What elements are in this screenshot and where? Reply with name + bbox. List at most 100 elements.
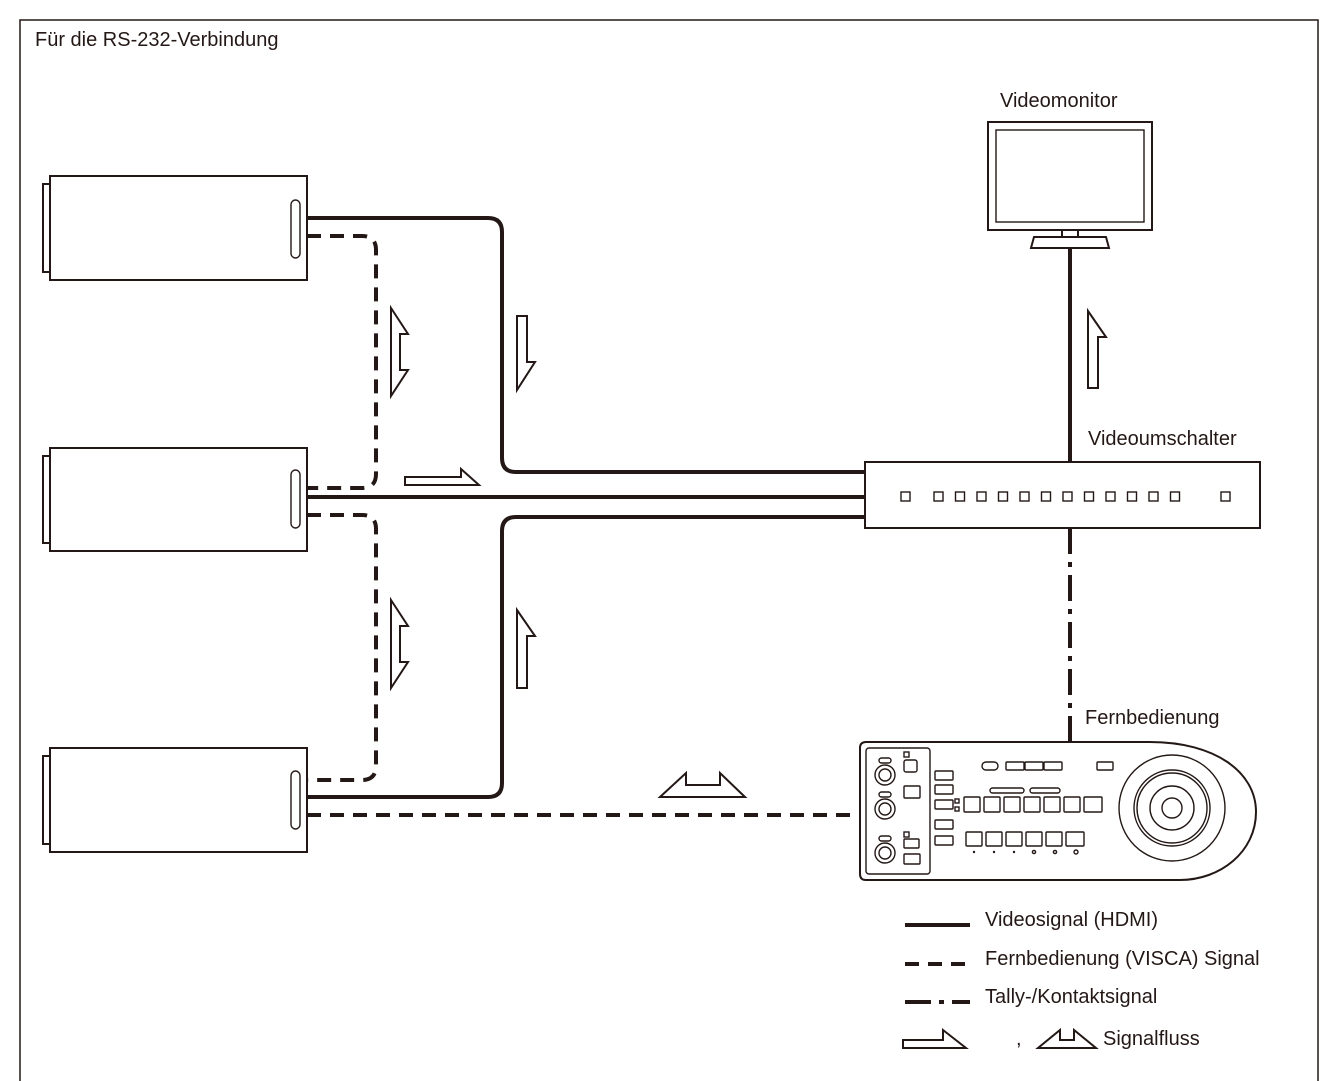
- remote-button: [903, 785, 921, 799]
- camera-body: [49, 175, 308, 281]
- remote-controller: Fernbedienung: [859, 707, 1258, 881]
- remote-indicator: [989, 787, 1025, 794]
- remote-button: [1024, 761, 1044, 771]
- video-switcher: Videoumschalter: [864, 428, 1261, 529]
- flow-arrow-bidirectional-icon: [390, 596, 410, 692]
- remote-knob-center: [878, 846, 892, 860]
- remote-button: [903, 853, 921, 865]
- monitor-label: Videomonitor: [1000, 90, 1118, 112]
- legend-flow-arrow-icon: [902, 1027, 969, 1049]
- monitor-screen: [995, 129, 1145, 223]
- remote-indicator: [878, 835, 892, 842]
- signal-flow-arrows: [390, 304, 1108, 798]
- remote-switch-marker: [903, 751, 910, 758]
- camera-front: [42, 755, 51, 845]
- remote-button: [1043, 761, 1063, 771]
- remote-preset-button: [1065, 831, 1085, 847]
- remote-indicator: [878, 791, 892, 798]
- remote-led: [992, 850, 996, 854]
- remote-led: [954, 798, 960, 804]
- figure-frame: [19, 19, 1319, 1081]
- remote-led: [1031, 849, 1037, 855]
- remote-button: [934, 835, 954, 846]
- visca-line-camera-1-2: [307, 234, 378, 490]
- legend-video-label: Videosignal (HDMI): [985, 909, 1158, 931]
- remote-camera-button: [983, 796, 1001, 813]
- camera-front: [42, 455, 51, 544]
- camera-body: [49, 447, 308, 552]
- legend: Videosignal (HDMI) Fernbedienung (VISCA)…: [902, 909, 1260, 1050]
- camera-1: [42, 175, 308, 281]
- remote-indicator: [878, 757, 892, 764]
- video-monitor: Videomonitor: [987, 90, 1153, 249]
- switcher-port: [1105, 491, 1116, 502]
- switcher-port: [1019, 491, 1030, 502]
- switcher-port: [1220, 491, 1231, 502]
- flow-arrow-up-icon: [1087, 307, 1108, 389]
- switcher-port: [997, 491, 1009, 502]
- switcher-port: [1083, 491, 1095, 502]
- camera-3: [42, 747, 308, 853]
- remote-label: Fernbedienung: [1085, 707, 1220, 729]
- joystick-knob-center: [1161, 797, 1183, 819]
- remote-knob-center: [878, 768, 892, 782]
- monitor-neck: [1061, 229, 1079, 238]
- connections: [307, 216, 1072, 817]
- remote-switch: [903, 759, 918, 773]
- legend-tally-label: Tally-/Kontaktsignal: [985, 986, 1157, 1008]
- switcher-port: [1126, 491, 1138, 502]
- remote-button: [934, 819, 954, 830]
- remote-indicator: [1029, 787, 1061, 794]
- camera-slot: [290, 469, 301, 529]
- switcher-port: [1040, 491, 1052, 502]
- switcher-label: Videoumschalter: [1088, 428, 1237, 450]
- remote-led: [1012, 850, 1016, 854]
- remote-led: [954, 806, 960, 812]
- legend-flow-label: Signalfluss: [1103, 1028, 1200, 1050]
- camera-front: [42, 183, 51, 273]
- remote-camera-button: [1003, 796, 1021, 813]
- visca-line-camera-2-3: [307, 513, 378, 782]
- remote-camera-button: [1043, 796, 1061, 813]
- switcher-port: [900, 491, 911, 502]
- monitor-base: [1029, 236, 1111, 249]
- video-line-camera-3: [307, 515, 866, 799]
- camera-2: [42, 447, 308, 552]
- remote-led: [1073, 849, 1079, 855]
- remote-camera-button: [963, 796, 981, 813]
- remote-camera-button: [1023, 796, 1041, 813]
- remote-preset-button: [1005, 831, 1023, 847]
- remote-preset-button: [1025, 831, 1043, 847]
- flow-arrow-down-icon: [516, 315, 537, 394]
- remote-button: [934, 784, 954, 795]
- remote-preset-button: [985, 831, 1003, 847]
- remote-preset-button: [1045, 831, 1063, 847]
- remote-camera-button: [1083, 796, 1103, 813]
- remote-button: [934, 770, 954, 781]
- flow-arrow-bidirectional-icon: [390, 304, 410, 400]
- remote-button: [903, 838, 920, 849]
- remote-preset-button: [965, 831, 983, 847]
- remote-button: [934, 799, 954, 810]
- switcher-port: [976, 491, 987, 502]
- legend-separator: ,: [1016, 1028, 1022, 1050]
- flow-arrow-bidirectional-icon: [657, 770, 748, 798]
- legend-visca-label: Fernbedienung (VISCA) Signal: [985, 948, 1260, 970]
- remote-button: [981, 761, 999, 771]
- remote-led: [972, 850, 976, 854]
- camera-body: [49, 747, 308, 853]
- remote-camera-button: [1063, 796, 1081, 813]
- remote-led: [1052, 849, 1058, 855]
- switcher-port: [933, 491, 944, 502]
- switcher-port: [1062, 491, 1073, 502]
- legend-bidirectional-arrow-icon: [1035, 1027, 1099, 1049]
- switcher-port: [954, 491, 966, 502]
- camera-slot: [290, 770, 301, 830]
- switcher-port: [1169, 491, 1181, 502]
- flow-arrow-right-icon: [404, 466, 482, 486]
- remote-switch-marker: [903, 831, 910, 838]
- video-line-camera-1: [307, 216, 866, 474]
- switcher-port: [1148, 491, 1159, 502]
- camera-slot: [290, 199, 301, 259]
